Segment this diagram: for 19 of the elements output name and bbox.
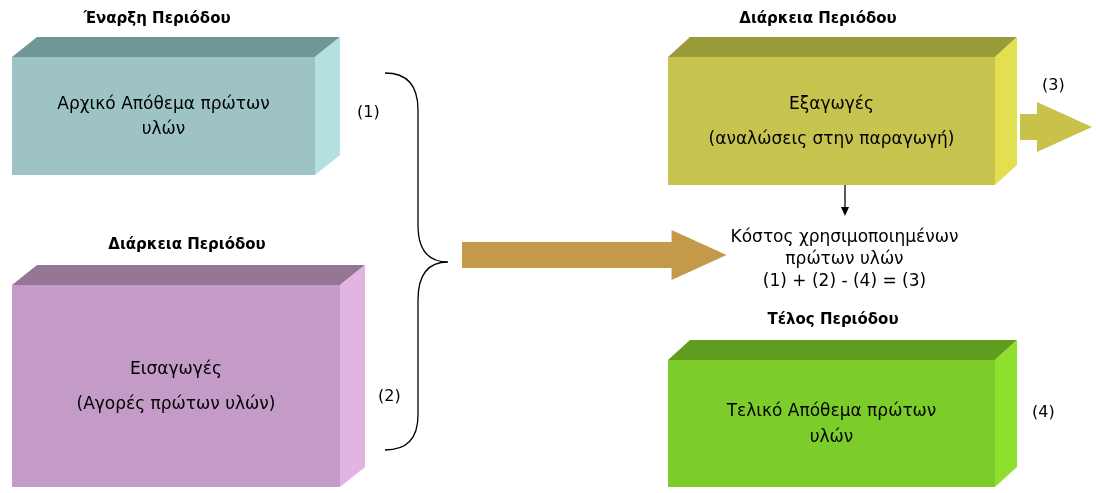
block-label: (αναλώσεις στην παραγωγή) <box>707 127 956 150</box>
block-label: Τελικό Απόθεμα πρώτων υλών <box>725 399 938 448</box>
arrow <box>841 184 849 216</box>
period-heading: Έναρξη Περιόδου <box>82 9 232 27</box>
formula-text: Κόστος χρησιμοποιημένων πρώτων υλών <box>729 224 960 270</box>
block-label: Εισαγωγές <box>129 356 223 380</box>
formula-text: (1) + (2) - (4) = (3) <box>761 269 928 292</box>
block-label: Εξαγωγές <box>788 91 875 115</box>
reference-number: (2) <box>378 386 401 405</box>
block-arrow <box>462 230 727 280</box>
period-heading: Τέλος Περιόδου <box>766 310 900 328</box>
reference-number: (1) <box>357 102 380 121</box>
block-arrow <box>1020 102 1092 152</box>
reference-number: (3) <box>1042 75 1065 94</box>
period-heading: Διάρκεια Περιόδου <box>738 9 898 27</box>
period-heading: Διάρκεια Περιόδου <box>107 235 267 253</box>
block-label: Αρχικό Απόθεμα πρώτων υλών <box>56 91 271 140</box>
reference-number: (4) <box>1032 402 1055 421</box>
block-label: (Αγορές πρώτων υλών) <box>75 392 277 415</box>
